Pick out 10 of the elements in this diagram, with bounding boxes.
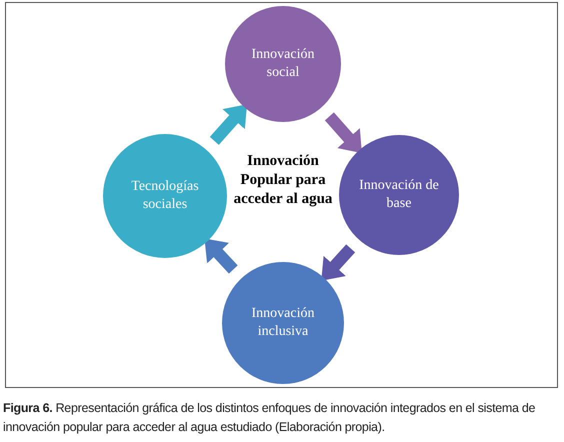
node-label: Innovación de base [358, 177, 440, 213]
node-label: Tecnologías sociales [130, 178, 200, 214]
block-arrow [324, 112, 362, 154]
center-label: Innovación Popular para acceder al agua [232, 152, 334, 209]
block-arrow [210, 104, 247, 145]
node-label: Innovación inclusiva [250, 305, 316, 341]
node-label: Innovación social [250, 46, 316, 82]
block-arrow [204, 238, 238, 274]
figure-caption: Figura 6. Representación gráfica de los distintos enfoques de innovación integrados en el sistema de innovación popular para acceder al agua estudiado (Elaboración propia). [3, 400, 536, 436]
block-arrow [321, 244, 356, 281]
